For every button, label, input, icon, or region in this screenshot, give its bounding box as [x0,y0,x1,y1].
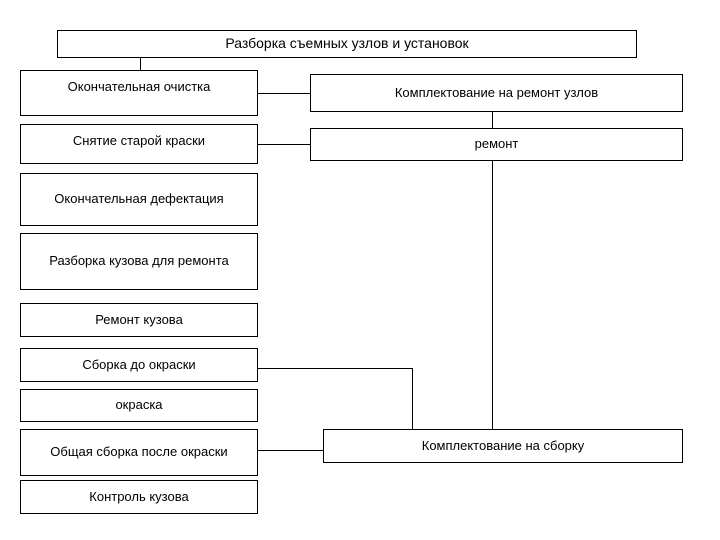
node-label: Ремонт кузова [95,311,183,327]
connector-cleaning-to-units-kitting [258,93,310,94]
connector-repair-to-assembly-kitting [492,161,493,429]
node-old-paint-removal[interactable]: Снятие старой краски [20,124,258,164]
connector-units-kitting-to-repair [492,112,493,128]
node-label: Комплектование на сборку [421,437,585,453]
node-label: Сборка до окраски [82,356,196,372]
node-general-assembly[interactable]: Общая сборка после окраски [20,429,258,476]
node-label: Комплектование на ремонт узлов [394,84,599,100]
node-units-repair-kitting[interactable]: Комплектование на ремонт узлов [310,74,683,112]
node-label: Снятие старой краски [72,133,206,148]
node-final-cleaning[interactable]: Окончательная очистка [20,70,258,116]
connector-general-assembly-to-kitting [258,450,323,451]
node-body-repair[interactable]: Ремонт кузова [20,303,258,337]
connector-title-to-final-cleaning [140,58,141,70]
node-label: Общая сборка после окраски [50,444,228,460]
node-label: Разборка кузова для ремонта [49,253,229,269]
node-body-inspection[interactable]: Контроль кузова [20,480,258,514]
node-label: Разборка съемных узлов и установок [225,35,469,52]
node-label: Контроль кузова [89,488,189,504]
connector-assembly-before-paint-down [412,368,413,429]
node-assembly-kitting[interactable]: Комплектование на сборку [323,429,683,463]
node-assembly-before-paint[interactable]: Сборка до окраски [20,348,258,382]
node-label: окраска [115,397,163,413]
node-label: ремонт [474,136,519,152]
node-body-disassembly[interactable]: Разборка кузова для ремонта [20,233,258,290]
node-label: Окончательная дефектация [54,191,224,207]
connector-assembly-before-paint-out [258,368,413,369]
connector-paint-removal-to-repair [258,144,310,145]
node-repair[interactable]: ремонт [310,128,683,161]
node-title-box[interactable]: Разборка съемных узлов и установок [57,30,637,58]
node-label: Окончательная очистка [67,79,211,94]
node-final-defect-check[interactable]: Окончательная дефектация [20,173,258,226]
node-painting[interactable]: окраска [20,389,258,422]
